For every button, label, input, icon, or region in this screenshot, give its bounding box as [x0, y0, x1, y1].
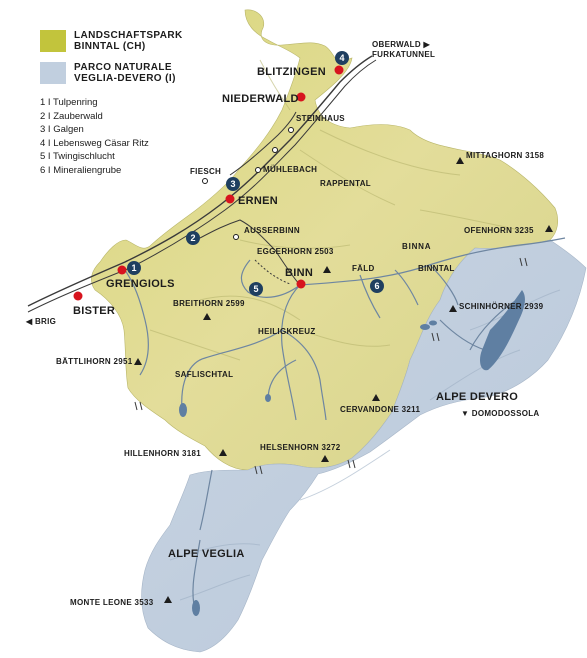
place-label-fiesch: FIESCH [190, 167, 221, 176]
roads [27, 55, 377, 313]
peak-label-helsenhorn: HELSENHORN 3272 [260, 443, 341, 452]
peak-label-monte-leone: MONTE LEONE 3533 [70, 598, 154, 607]
svg-text:1: 1 [131, 263, 136, 273]
legend-entry-binntal: LANDSCHAFTSPARK BINNTAL (CH) [40, 30, 183, 52]
town-dot-bister [73, 291, 83, 301]
peak-icon-monte-leone [164, 596, 172, 603]
direction-label-oberwald: OBERWALD ▶ [372, 40, 430, 49]
place-label-alpe-veglia: ALPE VEGLIA [168, 548, 245, 560]
poi-marker-1[interactable]: 1 [127, 261, 141, 275]
peak-icon-helsenhorn [321, 455, 329, 462]
place-dots [202, 127, 294, 240]
town-label-grengiols: GRENGIOLS [106, 278, 175, 290]
peak-label-ofenhorn: OFENHORN 3235 [464, 226, 534, 235]
peak-triangles [134, 157, 553, 603]
poi-list-item: 3 I Galgen [40, 124, 84, 135]
legend-title-veglia-line1: PARCO NATURALE [74, 62, 173, 73]
svg-text:6: 6 [374, 281, 379, 291]
poi-marker-2[interactable]: 2 [186, 231, 200, 245]
legend-swatch-binntal [40, 30, 66, 52]
border-crossings [134, 257, 528, 475]
svg-text:5: 5 [253, 284, 258, 294]
poi-list-item: 4 I Lebensweg Cäsar Ritz [40, 137, 149, 149]
peak-label-eggerhorn: EGGERHORN 2503 [257, 247, 334, 256]
place-label-binntal: BINNTAL [418, 264, 455, 273]
poi-marker-3[interactable]: 3 [226, 177, 240, 191]
direction-label-domodossola: ▼ DOMODOSSOLA [461, 409, 540, 418]
peak-label-schinhorner: SCHINHÖRNER 2939 [459, 302, 544, 311]
peak-icon-ofenhorn [545, 225, 553, 232]
poi-markers: 1 2 3 4 5 6 [127, 51, 384, 296]
park-area-veglia-devero [141, 239, 587, 653]
peak-label-hillenhorn: HILLENHORN 3181 [124, 449, 201, 458]
legend-title-binntal-line1: LANDSCHAFTSPARK [74, 30, 183, 41]
peak-label-breithorn: BREITHORN 2599 [173, 299, 245, 308]
town-dot-binn [296, 279, 306, 289]
svg-text:2: 2 [190, 233, 195, 243]
lakes [179, 290, 525, 616]
peak-icon-mittaghorn [456, 157, 464, 164]
direction-label-brig: ◀ BRIG [25, 317, 56, 326]
town-dot-ernen [225, 194, 235, 204]
svg-text:4: 4 [339, 53, 344, 63]
place-label-rappental: RAPPENTAL [320, 179, 371, 188]
poi-list-item: 5 I Twingischlucht [40, 151, 115, 162]
place-label-steinhaus: STEINHAUS [296, 114, 345, 123]
place-label-heiligkreuz: HEILIGKREUZ [258, 327, 316, 336]
legend-title-binntal-line2: BINNTAL (CH) [74, 41, 146, 52]
town-label-ernen: ERNEN [238, 195, 278, 207]
place-label-muhlebach: MÜHLEBACH [263, 165, 317, 174]
legend-title-veglia-line2: VEGLIA-DEVERO (I) [74, 73, 176, 84]
peak-icon-eggerhorn [323, 266, 331, 273]
peak-label-battlihorn: BÄTTLIHORN 2951 [56, 357, 133, 366]
town-dot-blitzingen [334, 65, 344, 75]
peak-label-mittaghorn: MITTAGHORN 3158 [466, 151, 544, 160]
poi-marker-4[interactable]: 4 [335, 51, 349, 65]
poi-list-item: 2 I Zauberwald [40, 110, 103, 122]
peak-icon-cervandone [372, 394, 380, 401]
town-label-blitzingen: BLITZINGEN [257, 66, 326, 78]
place-label-fald: FÄLD [352, 264, 375, 273]
svg-text:3: 3 [230, 179, 235, 189]
place-label-saflischtal: SAFLISCHTAL [175, 370, 233, 379]
legend-entry-veglia-devero: PARCO NATURALE VEGLIA-DEVERO (I) [40, 62, 183, 84]
poi-marker-6[interactable]: 6 [370, 279, 384, 293]
peak-icon-breithorn [203, 313, 211, 320]
peak-icon-battlihorn [134, 358, 142, 365]
town-label-niederwald: NIEDERWALD [222, 93, 299, 105]
poi-list-item: 6 I Mineraliengrube [40, 164, 122, 176]
peak-icon-hillenhorn [219, 449, 227, 456]
peak-icon-schinhorner [449, 305, 457, 312]
poi-list-item: 1 I Tulpenring [40, 97, 98, 108]
map-legend: LANDSCHAFTSPARK BINNTAL (CH) PARCO NATUR… [40, 30, 183, 177]
legend-swatch-veglia-devero [40, 62, 66, 84]
town-label-bister: BISTER [73, 305, 115, 317]
town-dots [73, 65, 344, 301]
direction-label-furkatunnel: FURKATUNNEL [372, 50, 435, 59]
poi-marker-5[interactable]: 5 [249, 282, 263, 296]
place-label-ausserbinn: AUSSERBINN [244, 226, 300, 235]
place-label-alpe-devero: ALPE DEVERO [436, 391, 518, 403]
town-label-binn: BINN [285, 267, 313, 279]
peak-label-cervandone: CERVANDONE 3211 [340, 405, 420, 414]
town-dot-grengiols [117, 265, 127, 275]
town-dot-niederwald [296, 92, 306, 102]
place-label-binna: BINNA [402, 242, 431, 251]
terrain-ridges-ch [149, 59, 521, 361]
poi-list: 1 I Tulpenring 2 I Zauberwald 3 I Galgen… [40, 96, 183, 177]
